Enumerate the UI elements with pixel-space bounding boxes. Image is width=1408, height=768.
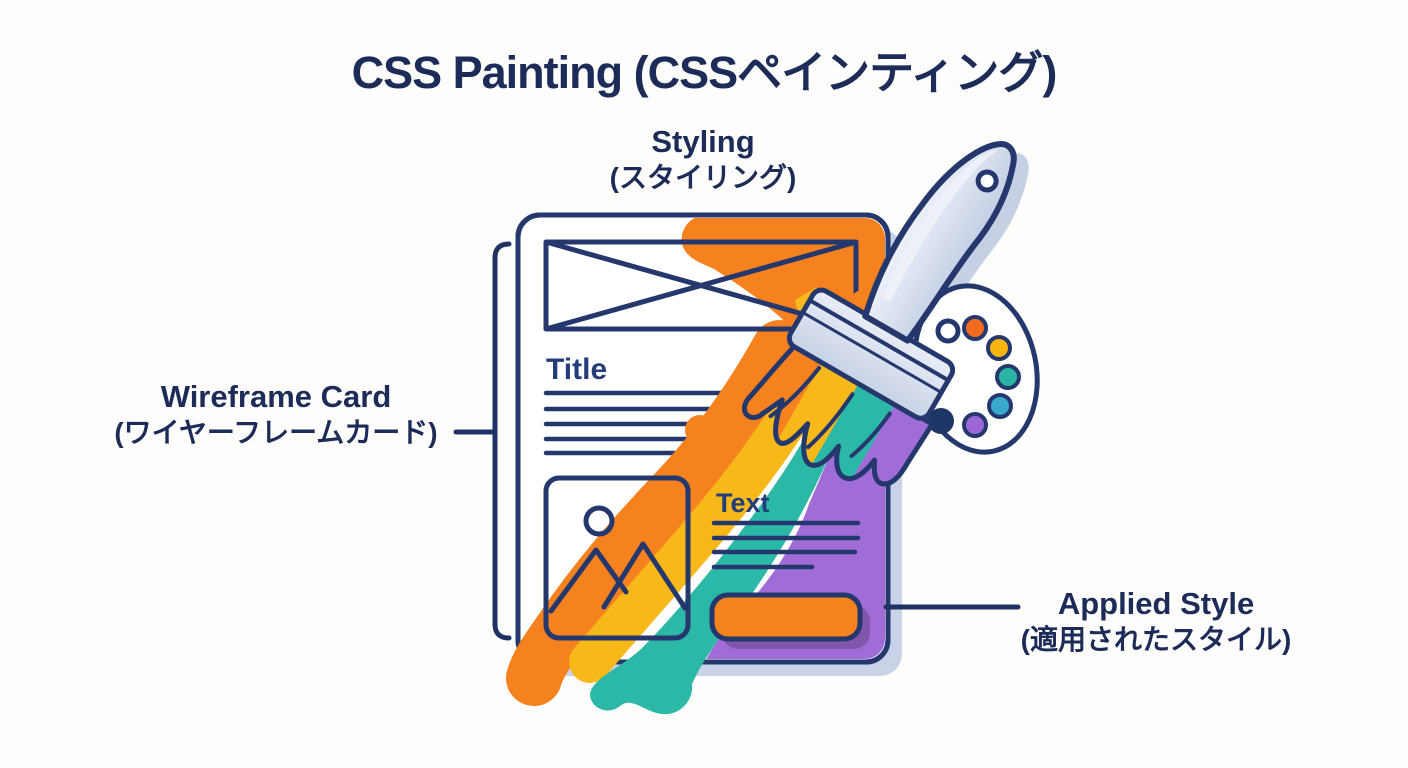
callout-connectors: [453, 241, 1021, 641]
label-styling-jp: (スタイリング): [609, 161, 797, 193]
brush-hang-hole: [975, 169, 999, 193]
paint-splash: [806, 259, 843, 301]
sun-icon: [583, 505, 615, 537]
handle-highlight: [882, 150, 998, 303]
brush-ferrule: [786, 287, 956, 421]
palette-dot-navy: [928, 408, 954, 434]
cta-button: [709, 592, 863, 642]
orange-paint-stripe: [506, 320, 808, 706]
page-title: CSS Painting (CSSペインティング): [351, 47, 1058, 98]
palette-thumb-hole: [935, 318, 961, 344]
palette-dot-cyan: [987, 393, 1013, 419]
label-applied-style-jp: (適用されたスタイル): [1020, 623, 1292, 655]
brush-handle: [862, 141, 1017, 344]
paint-palette: [912, 283, 1040, 455]
text-placeholder-lines: [711, 520, 861, 570]
mountain-icon: [548, 547, 629, 614]
mountain-icon-large: [601, 541, 688, 611]
card-title-label: Title: [546, 353, 607, 386]
label-wireframe-card-jp: (ワイヤーフレームカード): [114, 416, 438, 448]
orange-paint-drip-neck: [706, 411, 730, 435]
label-applied-style: Applied Style (適用されたスタイル): [946, 586, 1366, 658]
palette-dot-orange: [962, 315, 988, 341]
wireframe-bracket: [492, 241, 512, 641]
label-wireframe-card: Wireframe Card (ワイヤーフレームカード): [56, 379, 496, 451]
label-applied-style-en: Applied Style: [1057, 586, 1255, 621]
label-wireframe-card-en: Wireframe Card: [160, 379, 392, 414]
label-styling-en: Styling: [651, 124, 755, 159]
palette-dot-purple: [962, 412, 988, 438]
palette-dot-yellow: [986, 335, 1012, 361]
label-styling: Styling (スタイリング): [503, 124, 903, 196]
palette-dot-teal: [995, 364, 1021, 390]
card-text-label: Text: [716, 488, 770, 518]
image-placeholder-box: [543, 475, 691, 641]
